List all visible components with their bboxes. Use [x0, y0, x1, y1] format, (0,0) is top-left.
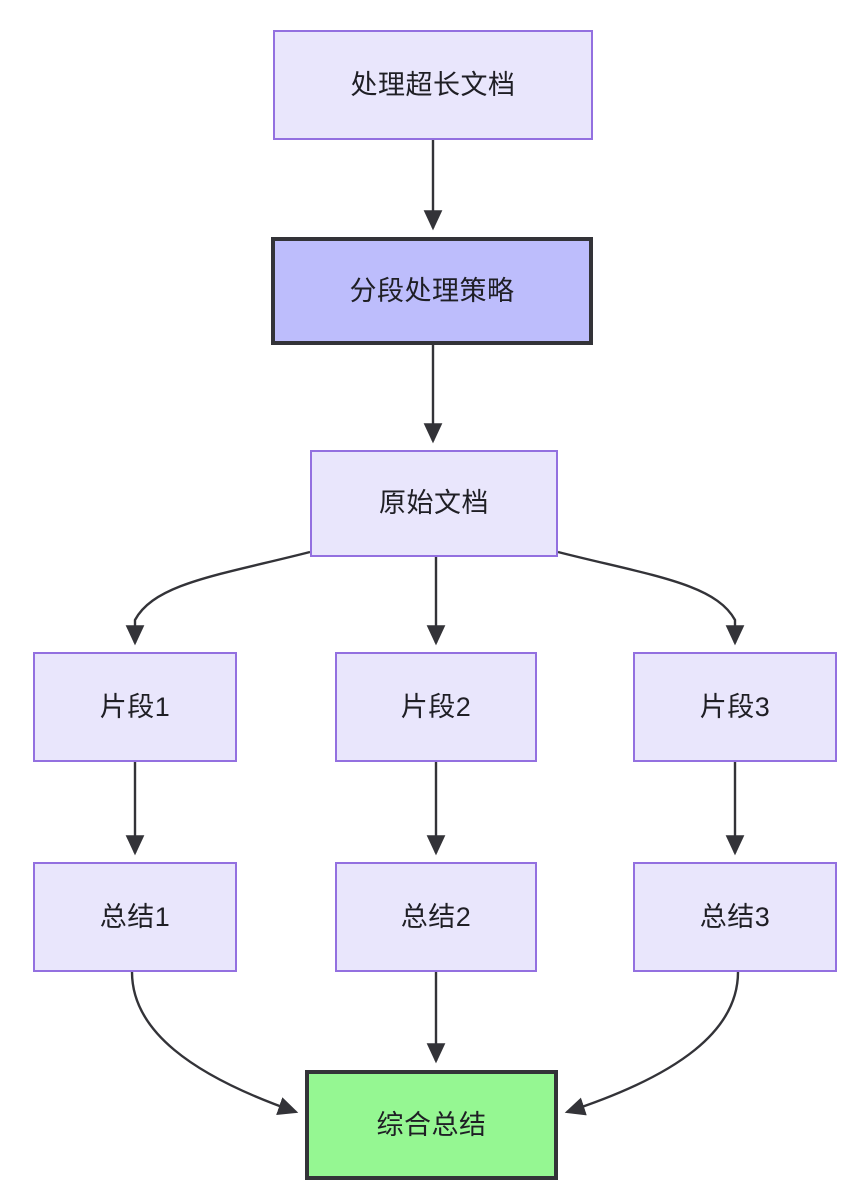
node-sum1[interactable]: 总结1: [33, 862, 237, 972]
node-chunk3[interactable]: 片段3: [633, 652, 837, 762]
node-label-source: 原始文档: [379, 488, 489, 519]
node-label-final: 综合总结: [376, 1109, 487, 1140]
edge-sum3-to-final: [564, 971, 740, 1116]
node-label-sum1: 总结1: [99, 901, 171, 932]
node-doc[interactable]: 处理超长文档: [273, 30, 593, 140]
node-strategy[interactable]: 分段处理策略: [271, 237, 593, 345]
node-label-chunk1: 片段1: [99, 691, 171, 722]
node-final[interactable]: 综合总结: [305, 1070, 558, 1180]
node-chunk2[interactable]: 片段2: [335, 652, 537, 762]
node-chunk1[interactable]: 片段1: [33, 652, 237, 762]
node-sum3[interactable]: 总结3: [633, 862, 837, 972]
edge-source-to-chunk1: [125, 550, 311, 646]
node-label-chunk3: 片段3: [699, 691, 771, 722]
edge-source-to-chunk3: [557, 550, 745, 646]
edge-sum1-to-final: [130, 971, 299, 1115]
node-label-sum2: 总结2: [400, 901, 472, 932]
node-label-sum3: 总结3: [699, 901, 771, 932]
node-label-doc: 处理超长文档: [350, 69, 516, 100]
node-sum2[interactable]: 总结2: [335, 862, 537, 972]
node-source[interactable]: 原始文档: [310, 450, 558, 557]
node-label-chunk2: 片段2: [400, 691, 472, 722]
node-label-strategy: 分段处理策略: [349, 275, 515, 306]
